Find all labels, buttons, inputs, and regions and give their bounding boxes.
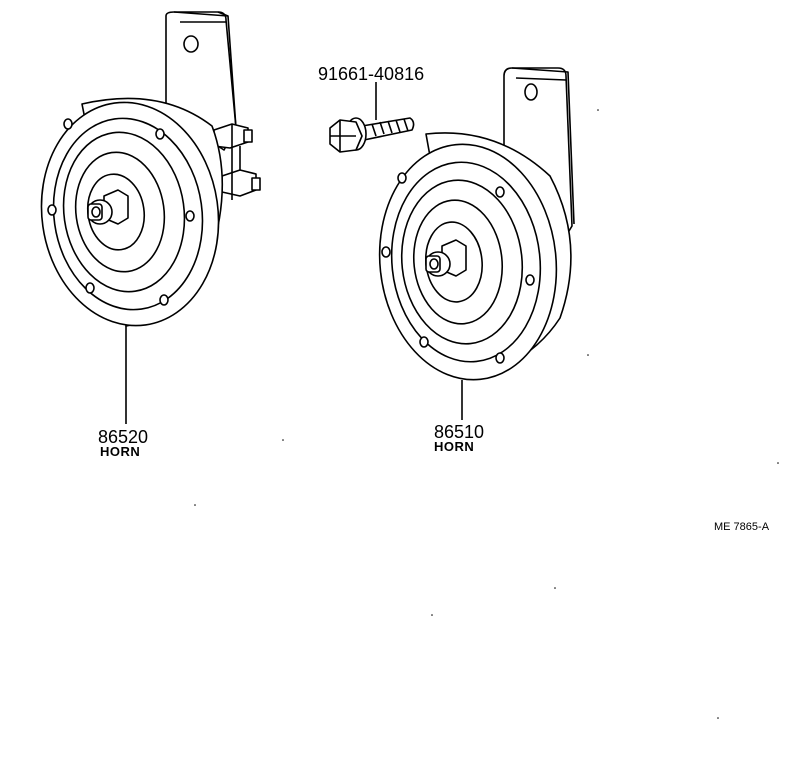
scan-specks — [194, 109, 779, 719]
part-name-86510: HORN — [434, 439, 474, 454]
bolt-91661-40816 — [329, 117, 415, 153]
horn-86520-center-stud — [87, 189, 129, 225]
horn-86510-bracket-hole — [524, 83, 538, 101]
part-number-86510: 86510 — [434, 422, 484, 442]
horn-86510-flange-holes — [381, 172, 535, 364]
horn-86520-bracket-hole — [183, 35, 199, 53]
horn-86510 — [378, 67, 575, 381]
horn-86520-flange-holes — [47, 118, 195, 306]
reference-code: ME 7865-A — [714, 521, 770, 533]
part-name-86520: HORN — [100, 444, 140, 459]
horn-86520 — [40, 11, 261, 327]
part-number-86520: 86520 — [98, 427, 148, 447]
part-number-bolt: 91661-40816 — [318, 64, 424, 84]
horn-86510-center-stud — [425, 239, 467, 277]
